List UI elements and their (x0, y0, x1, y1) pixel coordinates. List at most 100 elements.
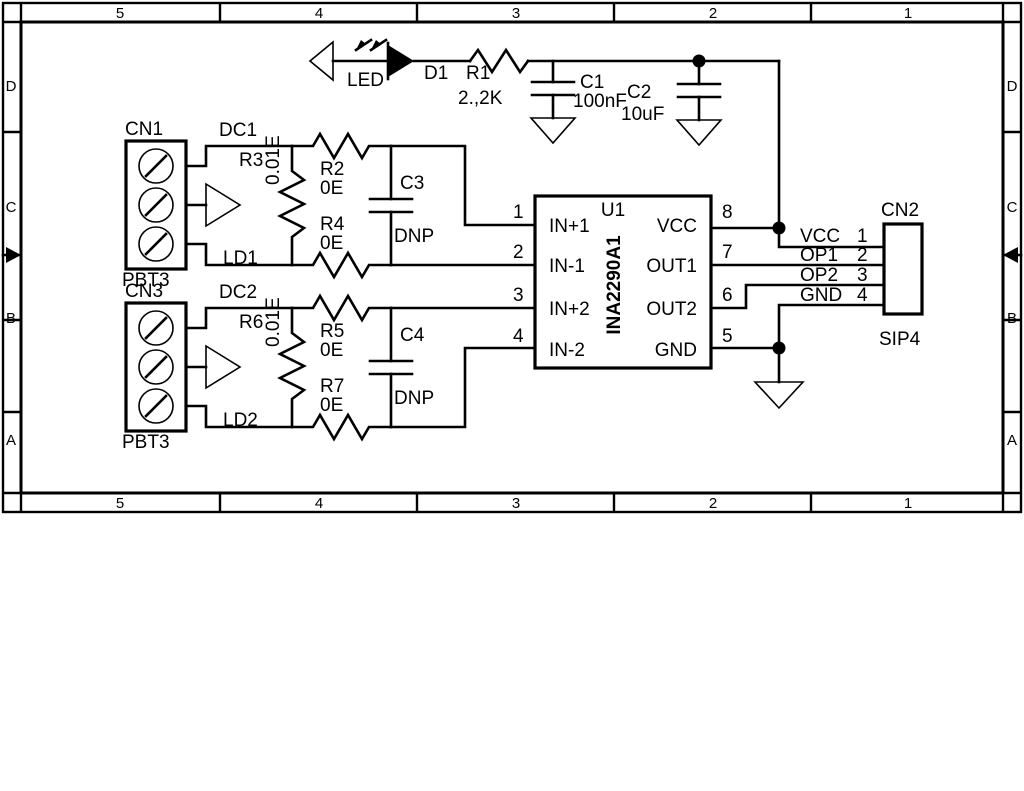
cn1-load-arrow-icon (205, 182, 242, 228)
right-center-arrow-icon (1003, 247, 1023, 263)
r2-ref-label: R2 (320, 159, 344, 180)
u1-ic-block: U1 INA2290A1 IN+1 IN-1 IN+2 IN-2 1 2 3 4… (513, 194, 733, 370)
cn1-ref-label: CN1 (125, 119, 163, 140)
power-rail-group: LED D1 R1 2.,2K C1 100nF (308, 38, 781, 230)
power-flag-arrow-icon (308, 40, 334, 82)
u1-pin5-name: GND (655, 340, 697, 361)
u1-pin4-number: 4 (513, 326, 524, 347)
channel-2-group: CN3 PBT3 DC2 LD2 R6 0.01E R5 0E (122, 281, 537, 453)
output-wiring-group: CN2 SIP4 VCC 1 OP1 2 OP2 3 GND 4 (709, 200, 924, 410)
zone-right-b: B (1007, 310, 1017, 327)
cn3-load-arrow-icon (205, 344, 242, 390)
cn2-pin1-name: VCC (800, 226, 840, 247)
r1-resistor-symbol (468, 47, 530, 75)
c2-value-label: 10uF (621, 104, 664, 125)
c3-capacitor-symbol (368, 144, 414, 267)
zone-right-a: A (1007, 432, 1017, 449)
cn2-body-rect (882, 222, 924, 316)
sheet-border: 5 4 3 2 1 5 4 3 2 1 D C B A D C B A (1, 1, 1023, 514)
r7-ref-label: R7 (320, 376, 344, 397)
c2-capacitor-symbol (676, 59, 722, 122)
cn1-type-label: PBT3 (122, 270, 170, 291)
wire-ch1-in-plus (389, 144, 537, 227)
u1-pin2-name: IN-1 (549, 256, 585, 277)
wire-cn3-pin1-to-dc2 (184, 306, 294, 330)
zone-top-4: 4 (315, 5, 323, 22)
c4-capacitor-symbol (368, 306, 414, 429)
r4-resistor-symbol (290, 250, 393, 280)
zone-bottom-5: 5 (116, 495, 124, 512)
zone-left-d: D (6, 78, 17, 95)
zone-left-c: C (6, 199, 17, 216)
wire-pin6-to-cn2-pin3 (709, 283, 886, 310)
wire-cn3-pin3-to-ld2 (184, 404, 294, 429)
r6-ref-label: R6 (239, 312, 263, 333)
c3-value-label: DNP (394, 226, 434, 247)
zone-top-3: 3 (512, 5, 520, 22)
zone-top-2: 2 (709, 5, 717, 22)
u1-pin6-number: 6 (722, 285, 733, 306)
u1-pin1-name: IN+1 (549, 216, 590, 237)
cn2-pin3-name: OP2 (800, 265, 838, 286)
c2-ground-symbol (675, 119, 723, 147)
zone-bottom-1: 1 (904, 495, 912, 512)
cn2-pin1-number: 1 (857, 226, 868, 247)
wire-ch2-in-minus (389, 346, 537, 429)
r3-shunt-symbol (277, 144, 307, 267)
r4-ref-label: R4 (320, 214, 345, 235)
outer-border-rect (1, 1, 1023, 514)
r6-value-label: 0.01E (263, 297, 284, 347)
zone-top-5: 5 (116, 5, 124, 22)
cn2-pin3-number: 3 (857, 265, 868, 286)
r7-value-label: 0E (320, 395, 343, 416)
zone-bottom-2: 2 (709, 495, 717, 512)
cn1-screw-terminals (138, 148, 174, 262)
cn2-ref-label: CN2 (881, 200, 919, 221)
zone-bottom-4: 4 (315, 495, 323, 512)
c4-ref-label: C4 (400, 325, 425, 346)
u1-pin7-number: 7 (722, 242, 733, 263)
u1-pin7-name: OUT1 (646, 256, 697, 277)
d1-ref-label: D1 (424, 63, 448, 84)
u1-pin2-number: 2 (513, 242, 524, 263)
r1-value-label: 2.,2K (458, 88, 503, 109)
u1-part-label: INA2290A1 (604, 235, 625, 335)
r3-ref-label: R3 (239, 150, 263, 171)
c4-value-label: DNP (394, 388, 434, 409)
c1-value-label: 100nF (573, 91, 627, 112)
r5-resistor-symbol (290, 293, 393, 323)
cn3-type-label: PBT3 (122, 432, 170, 453)
cn2-pin2-number: 2 (857, 245, 868, 266)
led-d1-symbol (354, 38, 414, 81)
dc1-node-label: DC1 (219, 120, 257, 141)
dc2-node-label: DC2 (219, 282, 257, 303)
u1-pin8-name: VCC (657, 216, 697, 237)
left-center-arrow-icon (1, 247, 21, 263)
ld2-node-label: LD2 (223, 410, 258, 431)
r2-value-label: 0E (320, 178, 343, 199)
zone-right-d: D (1007, 78, 1018, 95)
r6-shunt-symbol (277, 306, 307, 429)
wire-gndnode-to-cn2-pin4 (777, 303, 886, 350)
cn3-ref-label: CN3 (125, 281, 163, 302)
wire-cn1-pin1-to-dc1 (184, 144, 294, 168)
u1-pin4-name: IN-2 (549, 340, 585, 361)
cn2-pin4-number: 4 (857, 285, 868, 306)
led-label: LED (347, 70, 384, 91)
u1-ground-symbol (753, 381, 805, 410)
zone-top-1: 1 (904, 5, 912, 22)
zone-left-a: A (6, 432, 16, 449)
cn2-pin2-name: OP1 (800, 245, 838, 266)
r3-value-label: 0.01E (263, 135, 284, 185)
u1-pin6-name: OUT2 (646, 299, 697, 320)
u1-pin1-number: 1 (513, 202, 524, 223)
r2-resistor-symbol (290, 131, 393, 161)
cn2-pin4-name: GND (800, 285, 842, 306)
cn2-type-label: SIP4 (879, 329, 921, 350)
r7-resistor-symbol (290, 412, 393, 442)
u1-ref-label: U1 (601, 200, 625, 221)
channel-1-group: CN1 PBT3 DC1 LD1 R3 0.01E (122, 119, 537, 291)
c1-capacitor-symbol (530, 59, 576, 120)
